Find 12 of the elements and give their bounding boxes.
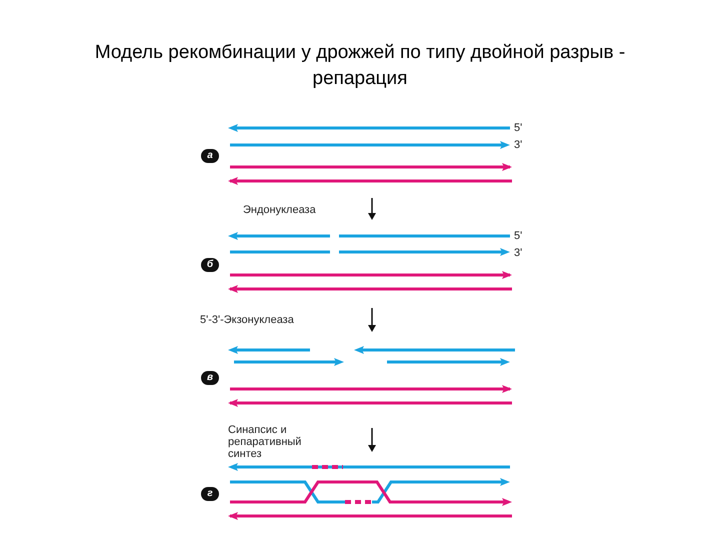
title: Модель рекомбинации у дрожжей по типу двойной разрыв - репарация [94,41,626,91]
step-label: 5'-3'-Экзонуклеаза [200,314,294,326]
strand-end-label: 3' [514,139,522,151]
step-letter: а [201,149,219,163]
strand-end-label: 3' [514,247,522,259]
strand-end-label: 5' [514,122,522,134]
step-letter: г [201,487,219,501]
strand-end-label: 5' [514,230,522,242]
step-label: Синапсис и репаративный синтез [228,424,302,460]
step-label: Эндонуклеаза [243,204,316,216]
step-letter: б [201,258,219,272]
step-letter: в [201,371,219,385]
